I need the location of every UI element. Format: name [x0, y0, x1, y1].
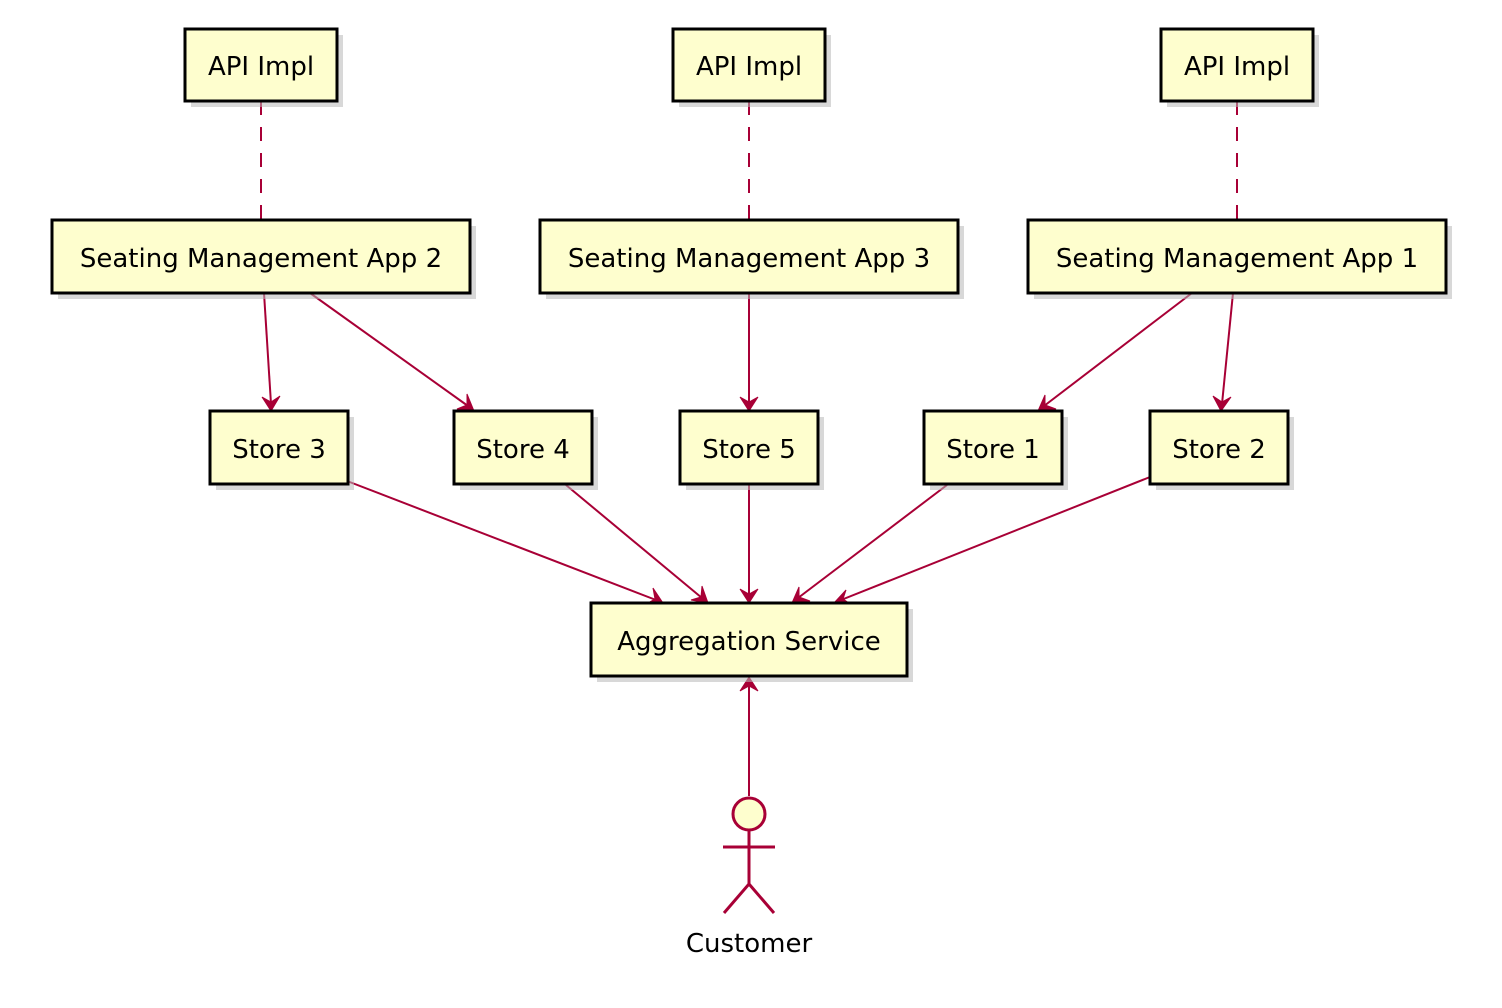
- edge-store-3-to-aggregation: [346, 480, 657, 601]
- api-impl-label: API Impl: [1184, 52, 1290, 82]
- edge-seating-app-2-to-store-3: [263, 292, 272, 405]
- api-impl-label: API Impl: [208, 52, 314, 82]
- aggregation-service-label: Aggregation Service: [617, 627, 881, 657]
- seating-management-app-1-label: Seating Management App 1: [1056, 244, 1418, 274]
- edge-store-4-to-aggregation: [565, 484, 703, 599]
- store-2-node: Store 2: [1148, 409, 1294, 490]
- store-4-label: Store 4: [476, 435, 570, 465]
- arrow-head-store-4: [456, 393, 475, 412]
- edge-seating-app-1-to-store-1: [1043, 292, 1193, 407]
- store-5-node: Store 5: [678, 409, 824, 490]
- api-impl-node: API Impl: [671, 27, 831, 107]
- edges: [260, 101, 1238, 796]
- seating-management-app-2-label: Seating Management App 2: [80, 244, 442, 274]
- arrow-head-agg-from-customer: [739, 676, 759, 692]
- arrow-head-store-5: [739, 396, 759, 412]
- store-2-label: Store 2: [1172, 435, 1266, 465]
- api-impl-node: API Impl: [1159, 27, 1319, 107]
- customer-label: Customer: [686, 929, 813, 959]
- seating-management-app-3-node: Seating Management App 3: [538, 218, 964, 299]
- arrow-head-agg-from-store-5: [739, 588, 759, 604]
- edge-seating-app-1-to-store-2: [1221, 292, 1234, 405]
- customer-actor-icon: [722, 796, 776, 914]
- seating-management-app-1-node: Seating Management App 1: [1026, 218, 1452, 299]
- store-1-label: Store 1: [946, 435, 1040, 465]
- store-3-node: Store 3: [208, 409, 354, 490]
- aggregation-service-node: Aggregation Service: [589, 601, 913, 682]
- edge-store-1-to-aggregation: [797, 484, 948, 599]
- store-4-node: Store 4: [452, 409, 598, 490]
- seating-management-app-3-label: Seating Management App 3: [568, 244, 930, 274]
- store-1-node: Store 1: [922, 409, 1068, 490]
- edge-seating-app-2-to-store-4: [309, 292, 469, 407]
- arrow-head-store-2: [1212, 395, 1232, 412]
- store-3-label: Store 3: [232, 435, 326, 465]
- store-5-label: Store 5: [702, 435, 796, 465]
- api-impl-node: API Impl: [183, 27, 343, 107]
- customer-actor: Customer: [686, 796, 813, 959]
- arrow-head-agg-from-store-4: [690, 585, 709, 604]
- api-impl-label: API Impl: [696, 52, 802, 82]
- arrow-head-store-3: [261, 395, 281, 412]
- seating-management-app-2-node: Seating Management App 2: [50, 218, 476, 299]
- edge-store-2-to-aggregation: [840, 476, 1151, 601]
